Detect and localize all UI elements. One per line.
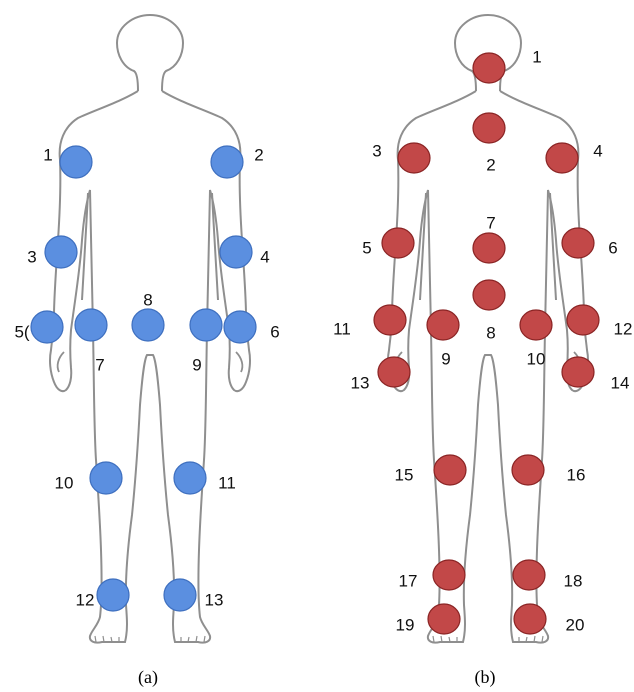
figure-b-marker-10 bbox=[520, 310, 552, 340]
figure-a-marker-3 bbox=[45, 236, 77, 268]
figure-a-label-10: 10 bbox=[55, 473, 74, 492]
figure-b-marker-5 bbox=[382, 228, 414, 258]
figure-b-marker-9 bbox=[427, 310, 459, 340]
figure-b-marker-14 bbox=[562, 357, 594, 387]
figure-b-label-10: 10 bbox=[527, 349, 546, 368]
figure-b-label-17: 17 bbox=[399, 571, 418, 590]
figure-a-label-3: 3 bbox=[27, 247, 36, 266]
figure-a-label-8: 8 bbox=[143, 290, 152, 309]
figure-b-marker-16 bbox=[512, 455, 544, 485]
figure-b-label-19: 19 bbox=[396, 615, 415, 634]
figure-b-marker-18 bbox=[513, 560, 545, 590]
figure-b-marker-19 bbox=[428, 604, 460, 634]
figure-a-marker-1 bbox=[60, 146, 92, 178]
figure-b-marker-4 bbox=[546, 143, 578, 173]
figure-a-label-12: 12 bbox=[76, 590, 95, 609]
figure-b-marker-15 bbox=[434, 455, 466, 485]
figure-b-label-1: 1 bbox=[532, 47, 541, 66]
figure-b-label-3: 3 bbox=[372, 141, 381, 160]
figure-a-markers bbox=[31, 146, 256, 611]
figure-a-label-2: 2 bbox=[254, 145, 263, 164]
figure-a-marker-13 bbox=[164, 579, 196, 611]
figure-a-label-9: 9 bbox=[192, 355, 201, 374]
figure-b-marker-1 bbox=[473, 53, 505, 83]
figure-b-label-14: 14 bbox=[611, 373, 630, 392]
figure-b-marker-20 bbox=[514, 604, 546, 634]
figure-b-label-12: 12 bbox=[614, 319, 633, 338]
figure-b-label-8: 8 bbox=[486, 323, 495, 342]
figure-b-label-7: 7 bbox=[486, 213, 495, 232]
figure-a-label-13: 13 bbox=[205, 590, 224, 609]
figure-a-label-7: 7 bbox=[95, 355, 104, 374]
figure-a-label-1: 1 bbox=[43, 145, 52, 164]
figure-a-label-4: 4 bbox=[260, 247, 269, 266]
figure-b-marker-17 bbox=[433, 560, 465, 590]
figure-b-caption: (b) bbox=[475, 667, 496, 688]
figure-b-label-2: 2 bbox=[486, 155, 495, 174]
figure-a-marker-4 bbox=[220, 236, 252, 268]
figure-a-label-11: 11 bbox=[218, 473, 236, 492]
figure-b-label-15: 15 bbox=[395, 465, 414, 484]
figure-b-label-20: 20 bbox=[566, 615, 585, 634]
figure-b-label-16: 16 bbox=[567, 465, 586, 484]
figure-a-marker-7 bbox=[75, 309, 107, 341]
figure-b-marker-12 bbox=[567, 305, 599, 335]
figure-a-marker-12 bbox=[97, 579, 129, 611]
figure-a-caption: (a) bbox=[138, 667, 158, 688]
figure-b-label-11: 11 bbox=[333, 319, 351, 338]
figure-a-marker-10 bbox=[90, 462, 122, 494]
figure-b-label-18: 18 bbox=[564, 571, 583, 590]
figure-b-label-13: 13 bbox=[351, 373, 370, 392]
figure-a-label-6: 6 bbox=[270, 322, 279, 341]
figure-b-marker-3 bbox=[398, 143, 430, 173]
figure-a-marker-8 bbox=[132, 309, 164, 341]
figure-a-marker-9 bbox=[190, 309, 222, 341]
figure-a-label-5: 5( bbox=[14, 322, 29, 341]
figure-a-marker-6 bbox=[224, 311, 256, 343]
figure-b-label-4: 4 bbox=[593, 141, 602, 160]
figure-b-label-5: 5 bbox=[362, 238, 371, 257]
figure-b-marker-6 bbox=[562, 228, 594, 258]
figure-b-label-6: 6 bbox=[608, 238, 617, 257]
figure-b-marker-2 bbox=[473, 113, 505, 143]
figure-b-marker-7 bbox=[473, 233, 505, 263]
figure-a-marker-2 bbox=[211, 146, 243, 178]
figure-b-marker-8 bbox=[473, 280, 505, 310]
figure-b-marker-11 bbox=[374, 305, 406, 335]
figure-a-marker-11 bbox=[174, 462, 206, 494]
figure-b-label-9: 9 bbox=[441, 349, 450, 368]
figure-b-marker-13 bbox=[378, 357, 410, 387]
figure-a-marker-5 bbox=[31, 311, 63, 343]
